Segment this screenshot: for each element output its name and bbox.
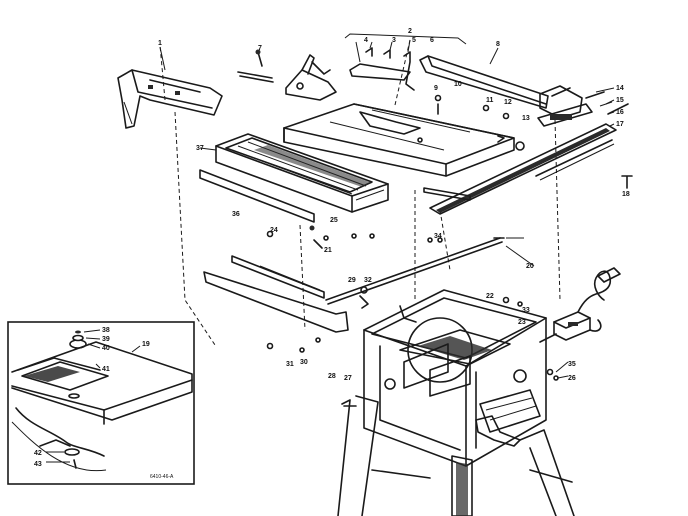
callout-19: 19 xyxy=(142,341,150,348)
callout-37: 37 xyxy=(196,145,204,152)
assembly-guide-lines xyxy=(159,39,561,346)
miter-gauge-assembly xyxy=(237,54,337,101)
callout-20: 20 xyxy=(526,263,534,270)
leader-lines xyxy=(159,39,615,379)
callout-23: 23 xyxy=(518,319,526,326)
callout-9: 9 xyxy=(434,85,438,92)
callout-32: 32 xyxy=(364,277,372,284)
callout-22: 22 xyxy=(486,293,494,300)
callout-10: 10 xyxy=(454,81,462,88)
callout-labels: 1 2 3 4 5 6 7 8 9 10 11 12 13 14 15 16 1… xyxy=(34,28,630,480)
callout-26: 26 xyxy=(568,375,576,382)
rip-fence-assembly xyxy=(344,33,613,127)
callout-28: 28 xyxy=(328,373,336,380)
inset-code-label: 6410-46-A xyxy=(150,474,174,480)
callout-36: 36 xyxy=(232,211,240,218)
inset-detail xyxy=(7,321,195,485)
callout-40: 40 xyxy=(102,345,110,352)
callout-29: 29 xyxy=(348,277,356,284)
callout-30: 30 xyxy=(300,359,308,366)
guide-rod xyxy=(325,237,503,305)
callout-11: 11 xyxy=(486,97,494,104)
extension-wing xyxy=(215,133,389,213)
callout-41: 41 xyxy=(102,366,110,373)
callout-34: 34 xyxy=(434,233,442,240)
rear-extension-assembly xyxy=(117,69,223,129)
callout-39: 39 xyxy=(102,336,110,343)
callout-5: 5 xyxy=(412,37,416,44)
saw-base xyxy=(363,289,547,467)
callout-31: 31 xyxy=(286,361,294,368)
callout-1: 1 xyxy=(158,40,162,47)
callout-42: 42 xyxy=(34,450,42,457)
front-rail xyxy=(423,123,617,215)
callout-21: 21 xyxy=(324,247,332,254)
callout-4: 4 xyxy=(364,37,368,44)
switch-and-cord xyxy=(539,267,621,343)
callout-13: 13 xyxy=(522,115,530,122)
callout-12: 12 xyxy=(504,99,512,106)
saw-stand xyxy=(337,395,575,516)
rear-rail xyxy=(199,169,349,333)
callout-27: 27 xyxy=(344,375,352,382)
callout-6: 6 xyxy=(430,37,434,44)
callout-25: 25 xyxy=(330,217,338,224)
callout-15: 15 xyxy=(616,97,624,104)
callout-35: 35 xyxy=(568,361,576,368)
callout-17: 17 xyxy=(616,121,624,128)
callout-3: 3 xyxy=(392,37,396,44)
table-top xyxy=(283,103,515,177)
callout-8: 8 xyxy=(496,41,500,48)
callout-7: 7 xyxy=(258,45,262,52)
callout-33: 33 xyxy=(522,307,530,314)
callout-16: 16 xyxy=(616,109,624,116)
callout-38: 38 xyxy=(102,327,110,334)
callout-43: 43 xyxy=(34,461,42,468)
callout-14: 14 xyxy=(616,85,624,92)
callout-18: 18 xyxy=(622,191,630,198)
callout-24: 24 xyxy=(270,227,278,234)
callout-2: 2 xyxy=(408,28,412,35)
